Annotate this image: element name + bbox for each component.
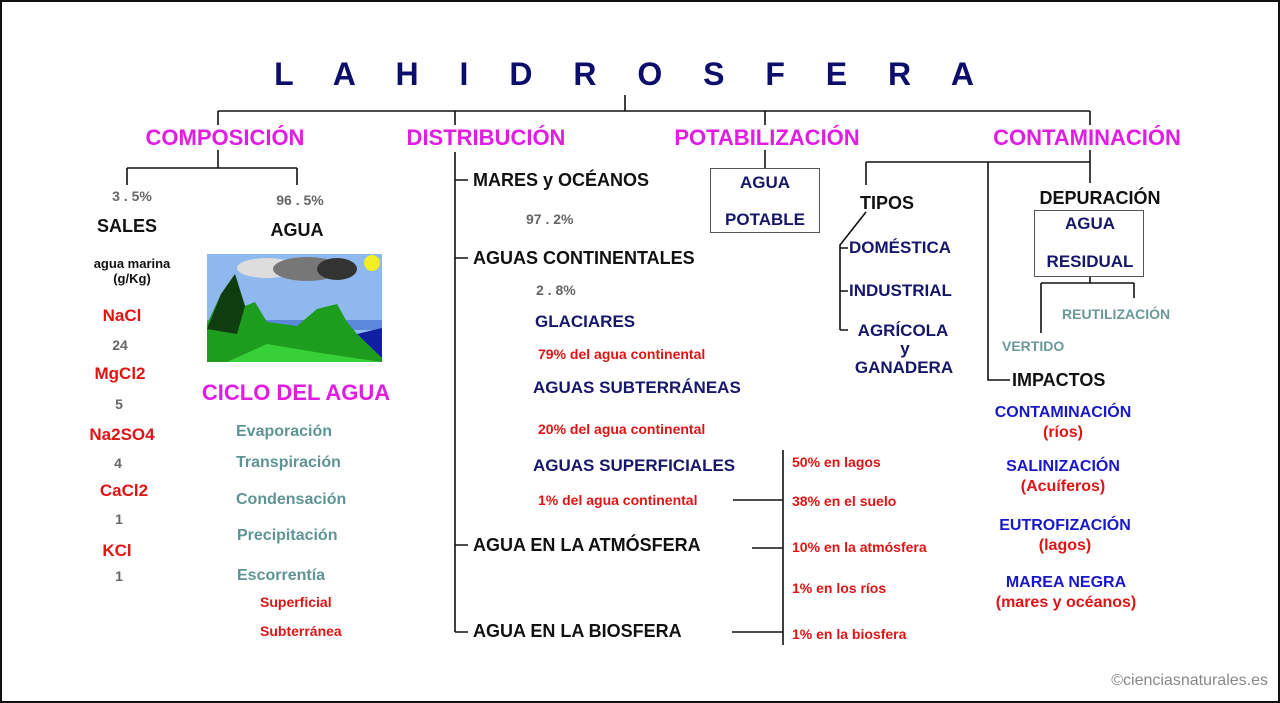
- unit-label: (g/Kg): [113, 271, 151, 286]
- salt-value: 24: [112, 337, 128, 353]
- salt-name: KCl: [102, 541, 132, 560]
- escorrentia-type: Superficial: [260, 594, 332, 610]
- agua-label: AGUA: [270, 220, 324, 240]
- copyright: ©cienciasnaturales.es: [1111, 672, 1268, 689]
- page-title: L A H I D R O S F E R A: [274, 56, 990, 92]
- breakdown-item: 50% en lagos: [792, 454, 881, 470]
- salt-name: CaCl2: [99, 481, 149, 500]
- tipo-item: GANADERA: [854, 358, 954, 377]
- biosfera-label: AGUA EN LA BIOSFERA: [473, 621, 682, 641]
- mares-label: MARES y OCÉANOS: [473, 170, 650, 190]
- vertido-label: VERTIDO: [1002, 338, 1065, 354]
- cycle-step: Evaporación: [236, 423, 333, 440]
- reutilizacion-label: REUTILIZACIÓN: [1062, 306, 1171, 322]
- agua-residual-line1: AGUA: [1064, 214, 1116, 233]
- salt-value: 4: [114, 455, 122, 471]
- tipo-item: INDUSTRIAL: [849, 281, 952, 300]
- impactos-label: IMPACTOS: [1012, 370, 1106, 390]
- salt-value: 1: [115, 511, 123, 527]
- agua-potable-line1: AGUA: [739, 173, 791, 192]
- impact-name: MAREA NEGRA: [1005, 574, 1127, 591]
- tipo-item: DOMÉSTICA: [849, 238, 951, 257]
- section-contaminacion: CONTAMINACIÓN: [993, 125, 1181, 150]
- breakdown-item: 10% en la atmósfera: [792, 539, 927, 555]
- superficiales-label: AGUAS SUPERFICIALES: [533, 456, 736, 475]
- superficiales-percent: 1% del agua continental: [538, 492, 698, 508]
- escorrentia-type: Subterránea: [260, 623, 342, 639]
- salt-value: 1: [115, 568, 123, 584]
- agua-potable-line2: POTABLE: [725, 210, 805, 229]
- impact-location: (mares y océanos): [995, 594, 1137, 611]
- salt-name: Na2SO4: [89, 425, 155, 444]
- cycle-step: Transpiración: [236, 454, 341, 471]
- tipo-item: AGRÍCOLA: [857, 321, 949, 340]
- breakdown-item: 1% en la biosfera: [792, 626, 907, 642]
- section-distribucion: DISTRIBUCIÓN: [406, 125, 566, 150]
- cycle-step: Condensación: [236, 491, 347, 508]
- tipo-item: y: [900, 339, 910, 358]
- impact-location: (Acuíferos): [1020, 478, 1106, 495]
- impact-location: (lagos): [1038, 537, 1092, 554]
- breakdown-item: 38% en el suelo: [792, 493, 897, 509]
- continentales-label: AGUAS CONTINENTALES: [473, 248, 695, 268]
- breakdown-item: 1% en los ríos: [792, 580, 887, 596]
- salt-name: NaCl: [102, 306, 142, 325]
- subterraneas-percent: 20% del agua continental: [538, 421, 706, 437]
- water-cycle-illustration: [207, 254, 382, 362]
- subterraneas-label: AGUAS SUBTERRÁNEAS: [533, 378, 741, 397]
- glaciares-percent: 79% del agua continental: [538, 346, 706, 362]
- sales-label: SALES: [96, 216, 158, 236]
- salt-name: MgCl2: [94, 364, 146, 383]
- mares-percent: 97 . 2%: [526, 211, 574, 227]
- agua-potable-box: [710, 168, 820, 233]
- agua-marina-label: agua marina: [93, 256, 171, 271]
- tipos-label: TIPOS: [860, 193, 915, 213]
- impact-name: EUTROFIZACIÓN: [999, 517, 1131, 534]
- agua-percent: 96 . 5%: [276, 192, 324, 208]
- ciclo-title: CICLO DEL AGUA: [201, 380, 391, 405]
- section-composicion: COMPOSICIÓN: [145, 125, 305, 150]
- depuracion-label: DEPURACIÓN: [1039, 188, 1161, 208]
- salt-value: 5: [115, 396, 123, 412]
- continentales-percent: 2 . 8%: [536, 282, 576, 298]
- cycle-step: Precipitación: [237, 527, 338, 544]
- glaciares-label: GLACIARES: [535, 312, 636, 331]
- atmosfera-label: AGUA EN LA ATMÓSFERA: [473, 535, 701, 555]
- section-potabilizacion: POTABILIZACIÓN: [674, 125, 860, 150]
- cycle-step: Escorrentía: [237, 567, 326, 584]
- agua-residual-box: [1034, 210, 1144, 277]
- agua-residual-line2: RESIDUAL: [1046, 252, 1134, 271]
- impact-name: CONTAMINACIÓN: [994, 404, 1132, 421]
- impact-name: SALINIZACIÓN: [1006, 458, 1120, 475]
- impact-location: (ríos): [1043, 424, 1083, 441]
- sales-percent: 3 . 5%: [112, 188, 152, 204]
